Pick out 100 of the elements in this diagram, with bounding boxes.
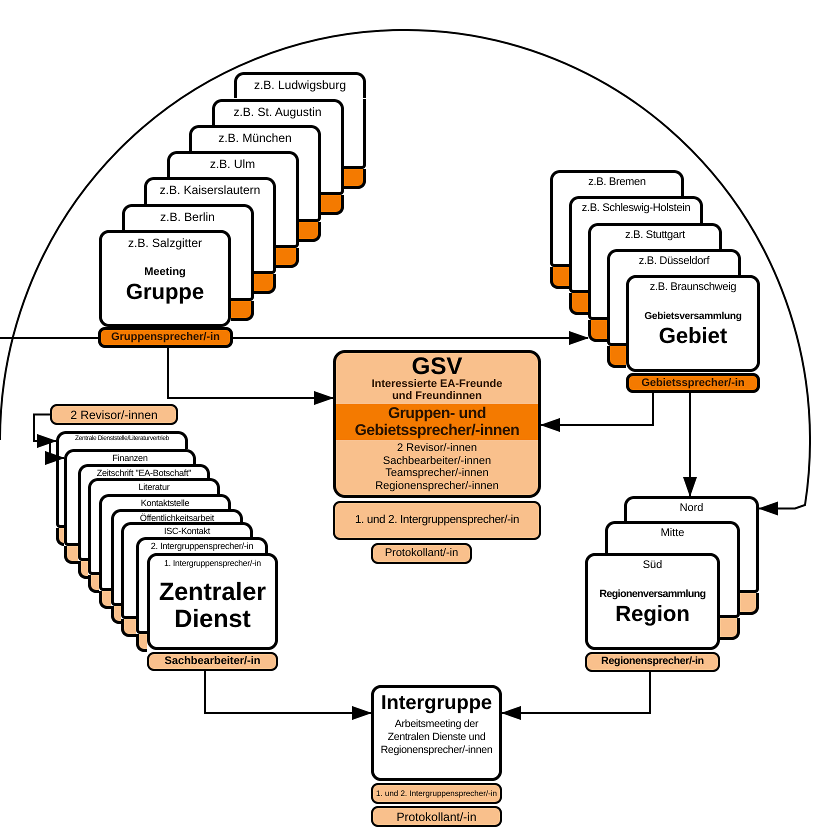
role-tab [333, 501, 541, 540]
org-card [624, 496, 759, 521]
box-text: Regionensprecher/-innen [375, 480, 499, 493]
tab-label: Regionensprecher/-in [601, 654, 704, 670]
card-edge [231, 230, 254, 321]
org-card [212, 98, 344, 125]
card-edge [588, 248, 607, 342]
org-card [111, 509, 243, 522]
card-label: z.B. Braunschweig [650, 280, 736, 295]
org-card [144, 177, 276, 204]
role-tab [626, 373, 760, 393]
card-label: z.B. München [218, 130, 292, 147]
card-label: z.B. Ulm [210, 156, 256, 174]
card-edge [99, 509, 111, 609]
arrow [0, 30, 811, 516]
role-tab [371, 783, 502, 804]
role-tab [50, 404, 178, 425]
org-card [607, 248, 741, 275]
tab-label: 2 Revisor/-innen [70, 406, 158, 424]
card-edge [56, 449, 64, 546]
arrow [204, 671, 372, 720]
card-label: z.B. Stuttgart [625, 228, 685, 243]
highlight-band: Gruppen- und Gebietssprecher/-innen [336, 404, 538, 440]
box-title: GSV [412, 355, 462, 379]
role-tab [585, 652, 720, 672]
arrow [167, 348, 334, 405]
card-edge [569, 222, 588, 316]
card-edge [111, 522, 121, 624]
role-tab [371, 543, 472, 564]
box-text: Interessierte EA-Freunde und Freundinnen [370, 379, 504, 402]
card-label: Öffentlichkeitsarbeit [140, 513, 214, 524]
card-label: z.B. Schleswig-Holstein [582, 201, 690, 216]
org-card [166, 151, 298, 178]
org-card [569, 196, 703, 223]
role-tab [147, 652, 278, 671]
card-title: Gebiet [658, 322, 728, 349]
card-subtitle: Meeting [144, 266, 186, 278]
card-label: Süd [642, 558, 662, 573]
card-label: 2. Intergruppensprecher/-in [150, 541, 254, 552]
box-title: Intergruppe [380, 691, 492, 716]
card-edge [64, 464, 78, 564]
card-edge [740, 521, 759, 615]
box-text: Arbeitsmeeting der Zentralen Dienste und Regionensprecher/-innen [380, 718, 494, 758]
org-card [147, 553, 278, 650]
arrow [683, 393, 697, 497]
org-card [88, 478, 220, 494]
arrow [540, 393, 654, 432]
card-edge [121, 537, 136, 637]
box-text: Sachbearbeiter/-innen [382, 454, 492, 468]
org-card [626, 275, 760, 372]
org-card [189, 124, 321, 152]
arrow [501, 672, 651, 720]
connector-line [0, 337, 98, 339]
role-tab [371, 806, 502, 827]
org-card [121, 522, 253, 537]
tab-label: 1. und 2. Intergruppensprecher/-in [376, 790, 497, 798]
tab-label: Gebietssprecher/-in [641, 376, 745, 391]
card-edge [254, 204, 276, 294]
card-label: z.B. Düsseldorf [638, 254, 710, 269]
tab-label: Sachbearbeiter/-in [164, 654, 260, 670]
org-card [56, 431, 188, 449]
card-edge [298, 151, 321, 242]
arrow [233, 331, 589, 345]
card-edge [321, 124, 344, 216]
card-edge [276, 177, 298, 268]
card-label: z.B. Kaiserslautern [160, 182, 260, 200]
box-text: 2 Revisor/-innen [396, 442, 478, 455]
card-label: 1. Intergruppensprecher/-in [164, 557, 261, 570]
card-label: Nord [680, 501, 704, 516]
org-card [78, 464, 210, 478]
card-subtitle: Gebietsversammlung [644, 312, 742, 322]
org-card [605, 521, 740, 553]
org-card [136, 537, 268, 553]
card-edge [88, 494, 99, 593]
card-label: z.B. Ludwigsburg [254, 77, 346, 94]
card-label: Zeitschrift "EA-Botschaft" [96, 468, 192, 480]
card-label: z.B. Salzgitter [128, 235, 202, 252]
org-card [550, 170, 684, 196]
card-title: Zentraler Dienst [158, 578, 267, 634]
card-edge [136, 553, 147, 652]
card-edge [78, 478, 88, 579]
tab-label: Protokollant/-in [384, 546, 458, 562]
card-label: Mitte [660, 526, 684, 541]
card-label: z.B. Bremen [588, 175, 646, 190]
card-edge [607, 275, 626, 368]
box-text: Teamsprecher/-innen [385, 467, 489, 480]
card-title: Region [615, 600, 690, 628]
tab-label: Protokollant/-in [396, 808, 477, 826]
org-card [588, 222, 722, 249]
role-tab [98, 327, 233, 348]
card-title: Gruppe [126, 278, 204, 306]
org-card [64, 449, 196, 464]
card-edge [344, 98, 366, 190]
org-card [234, 72, 366, 98]
org-card [99, 230, 231, 327]
org-card [99, 494, 231, 509]
org-card [585, 553, 720, 650]
org-card [122, 204, 254, 230]
card-label: ISC-Kontakt [164, 526, 210, 538]
card-label: Kontaktstelle [140, 498, 190, 510]
